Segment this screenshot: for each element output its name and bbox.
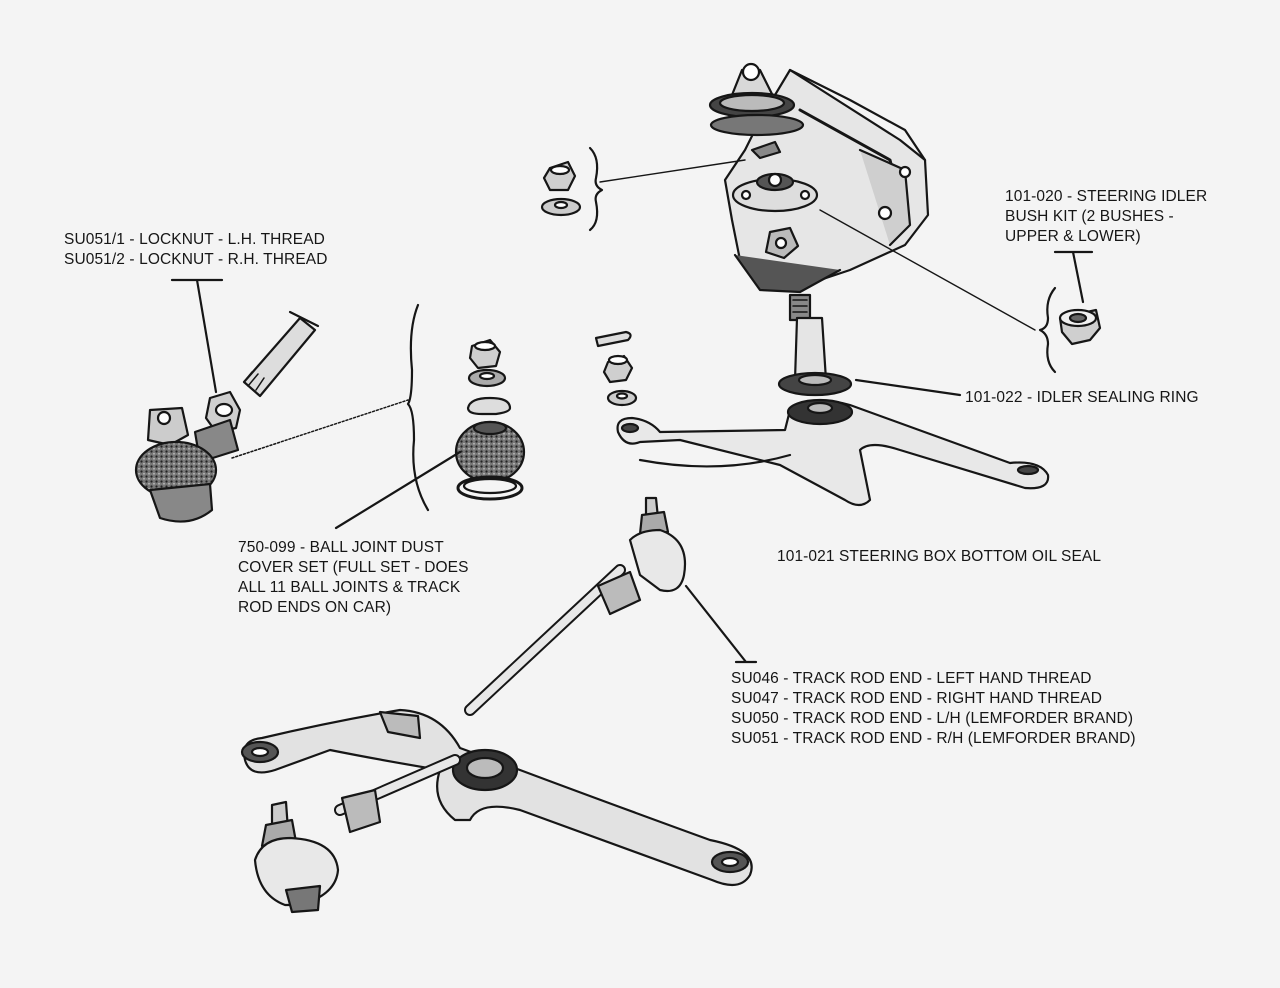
dust-cover-label-line-3: ALL 11 BALL JOINTS & TRACK [238, 579, 461, 596]
locknut-label: SU051/1 - LOCKNUT - L.H. THREAD SU051/2 … [64, 230, 328, 270]
lower-steering-assembly [240, 496, 753, 914]
idler-bush-label: 101-020 - STEERING IDLER BUSH KIT (2 BUS… [1005, 187, 1207, 247]
lever-nut-set [594, 330, 638, 407]
dust-cover-label-line-2: COVER SET (FULL SET - DOES [238, 559, 469, 576]
steering-idler-box [708, 62, 930, 294]
dust-cover-label: 750-099 - BALL JOINT DUST COVER SET (FUL… [238, 538, 469, 618]
dust-cover-stack [406, 303, 526, 512]
oil-seal-label: 101-021 STEERING BOX BOTTOM OIL SEAL [777, 548, 1102, 565]
idler-bush-label-line-2: BUSH KIT (2 BUSHES - [1005, 208, 1174, 225]
locknut-label-line-2: SU051/2 - LOCKNUT - R.H. THREAD [64, 251, 328, 268]
track-rod-end-label-line-3: SU050 - TRACK ROD END - L/H (LEMFORDER B… [731, 710, 1134, 727]
idler-bush-label-line-1: 101-020 - STEERING IDLER [1005, 188, 1208, 205]
box-nut-and-washer [540, 146, 604, 232]
leader-lines [170, 159, 1094, 664]
track-rod-end-label-line-2: SU047 - TRACK ROD END - RIGHT HAND THREA… [731, 690, 1102, 707]
track-rod-end-label-line-1: SU046 - TRACK ROD END - LEFT HAND THREAD [731, 670, 1092, 687]
track-rod-end-label: SU046 - TRACK ROD END - LEFT HAND THREAD… [731, 669, 1136, 749]
left-ball-joint [134, 310, 409, 523]
idler-bush [1038, 286, 1102, 374]
idler-shaft-and-lever [616, 293, 1050, 507]
track-rod-end-label-line-4: SU051 - TRACK ROD END - R/H (LEMFORDER B… [731, 730, 1136, 747]
idler-bush-label-line-3: UPPER & LOWER) [1005, 228, 1141, 245]
sealing-ring-label: 101-022 - IDLER SEALING RING [965, 389, 1199, 406]
dust-cover-label-line-4: ROD ENDS ON CAR) [238, 599, 392, 616]
locknut-label-line-1: SU051/1 - LOCKNUT - L.H. THREAD [64, 231, 325, 248]
dust-cover-label-line-1: 750-099 - BALL JOINT DUST [238, 539, 444, 556]
